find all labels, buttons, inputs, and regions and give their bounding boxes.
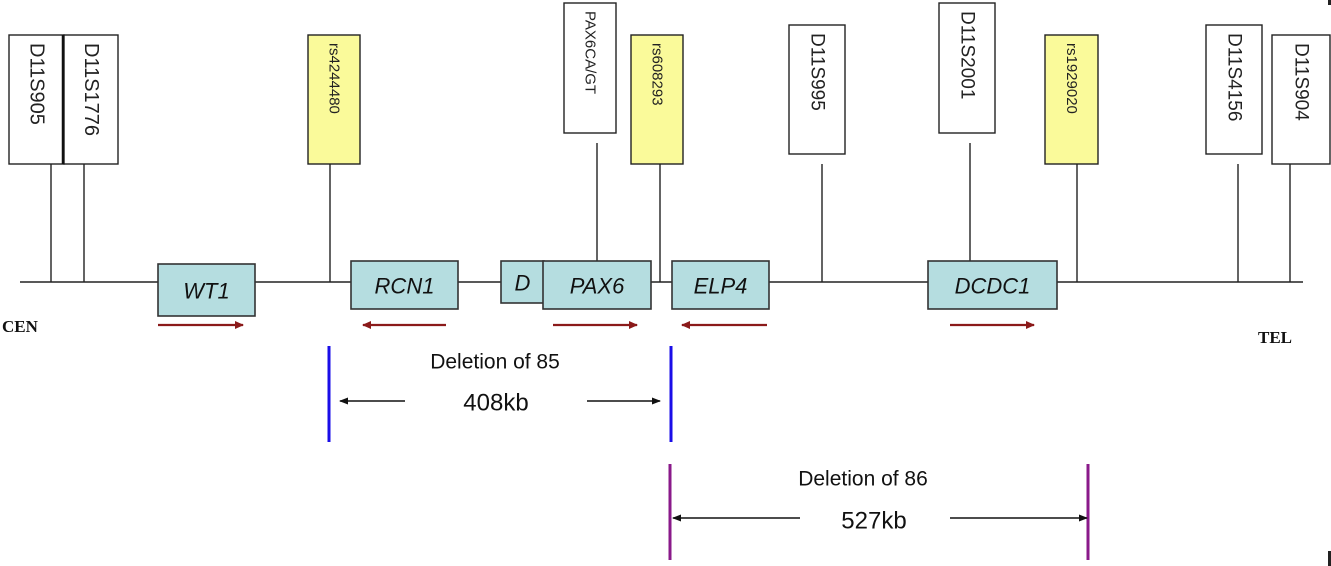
gene-box xyxy=(671,260,770,310)
gene-label: D xyxy=(515,271,531,296)
marker-d11s2001: D11S2001 xyxy=(938,2,996,282)
marker-group: D11S905 D11S1776 rs4244480 PAX6CA/GT rs60829… xyxy=(8,2,1331,282)
marker-box xyxy=(8,34,65,165)
marker-label: rs1929020 xyxy=(1063,43,1080,114)
marker-label: PAX6CA/GT xyxy=(582,11,599,94)
gene-label: DCDC1 xyxy=(955,274,1031,299)
marker-label: D11S904 xyxy=(1291,43,1312,121)
marker-d11s995: D11S995 xyxy=(788,24,846,282)
marker-label: D11S905 xyxy=(26,43,48,125)
frame-edge-mark-top xyxy=(1328,0,1331,5)
marker-box xyxy=(1271,34,1331,165)
marker-label: D11S1776 xyxy=(80,43,102,136)
marker-d11s904: D11S904 xyxy=(1271,34,1331,282)
gene-dcdc1: DCDC1 xyxy=(927,260,1058,329)
gene-wt1: WT1 xyxy=(157,263,256,329)
marker-pax6ca-gt: PAX6CA/GT xyxy=(563,2,617,282)
deletion-size: 408kb xyxy=(463,390,528,417)
centromere-label: CEN xyxy=(2,317,39,336)
gene-label: WT1 xyxy=(183,279,229,304)
telomere-label: TEL xyxy=(1258,328,1292,347)
frame-edge-mark-bottom xyxy=(1328,551,1331,566)
marker-box xyxy=(788,24,846,155)
deletion-1: Deletion of 85 408kb xyxy=(327,346,673,442)
deletion-2: Deletion of 86 527kb xyxy=(668,464,1090,560)
gene-rcn1: RCN1 xyxy=(350,260,459,329)
marker-d11s1776: D11S1776 xyxy=(63,34,119,282)
gene-box xyxy=(542,260,652,310)
marker-box xyxy=(1044,34,1099,165)
marker-d11s905: D11S905 xyxy=(8,34,65,282)
gene-pax6: PAX6 xyxy=(542,260,652,329)
gene-box xyxy=(350,260,459,310)
marker-box xyxy=(630,34,684,165)
marker-box xyxy=(1205,24,1263,155)
gene-d: D xyxy=(500,260,545,304)
gene-box xyxy=(500,260,545,304)
gene-label: PAX6 xyxy=(570,274,625,299)
marker-d11s4156: D11S4156 xyxy=(1205,24,1263,282)
marker-box xyxy=(307,34,361,165)
deletion-size: 527kb xyxy=(841,508,906,535)
deletion-label: Deletion of 85 xyxy=(430,351,560,374)
marker-rs608293: rs608293 xyxy=(630,34,684,282)
gene-elp4: ELP4 xyxy=(671,260,770,329)
marker-label: rs4244480 xyxy=(326,43,343,114)
gene-label: ELP4 xyxy=(694,274,748,299)
gene-box xyxy=(927,260,1058,310)
marker-box xyxy=(63,34,119,165)
deletion-label: Deletion of 86 xyxy=(798,468,928,491)
marker-label: D11S995 xyxy=(807,33,828,111)
marker-label: D11S2001 xyxy=(957,11,978,99)
gene-group: WT1 RCN1 D PAX6 ELP4 DCDC1 xyxy=(157,260,1058,329)
marker-label: D11S4156 xyxy=(1224,33,1245,121)
marker-box xyxy=(938,2,996,134)
marker-box xyxy=(563,2,617,134)
marker-rs1929020: rs1929020 xyxy=(1044,34,1099,282)
gene-box xyxy=(157,263,256,317)
marker-rs4244480: rs4244480 xyxy=(307,34,361,282)
gene-label: RCN1 xyxy=(375,274,435,299)
marker-label: rs608293 xyxy=(649,43,666,106)
